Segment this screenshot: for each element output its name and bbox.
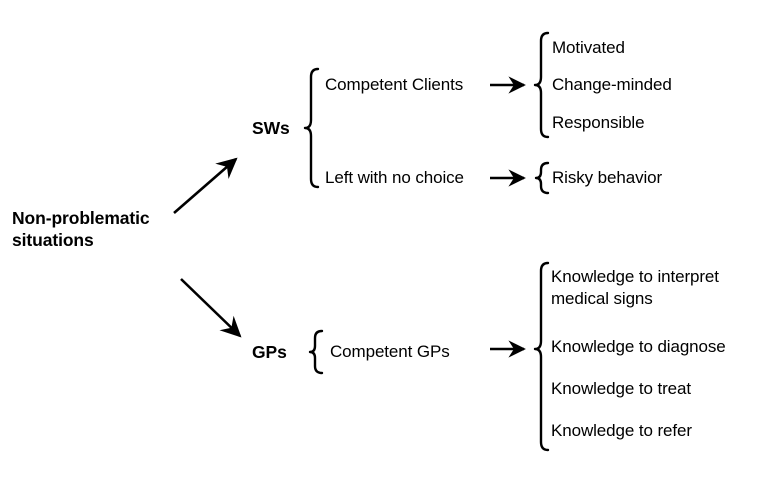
outcome-knowledge-to-refer: Knowledge to refer <box>551 421 692 440</box>
branch-label-gps: GPs <box>252 342 287 362</box>
outcome-knowledge-to-interpret-medical-signs: Knowledge to interpret medical signs <box>551 267 719 308</box>
brace-gps <box>308 329 324 375</box>
branch-label-sws: SWs <box>252 118 290 138</box>
brace-competent-gps-outcomes <box>533 261 550 452</box>
arrow-root-to-sws <box>173 157 238 214</box>
arrow-root-to-gps <box>180 278 242 338</box>
outcome-change-minded: Change-minded <box>552 75 672 94</box>
group-label-competent-clients: Competent Clients <box>325 75 464 94</box>
root-node-line2: situations <box>12 230 94 250</box>
group-label-left-with-no-choice: Left with no choice <box>325 168 464 187</box>
brace-sws <box>303 67 320 189</box>
brace-competent-clients-outcomes <box>533 31 550 139</box>
root-node-line1: Non-problematic <box>12 208 150 228</box>
brace-risky-behavior <box>534 161 550 195</box>
outcome-motivated: Motivated <box>552 38 625 57</box>
outcome-risky-behavior: Risky behavior <box>552 168 663 187</box>
group-label-competent-gps: Competent GPs <box>330 342 450 361</box>
outcome-knowledge-to-treat: Knowledge to treat <box>551 379 691 398</box>
outcome-knowledge-to-diagnose: Knowledge to diagnose <box>551 337 726 356</box>
outcome-responsible: Responsible <box>552 113 645 132</box>
